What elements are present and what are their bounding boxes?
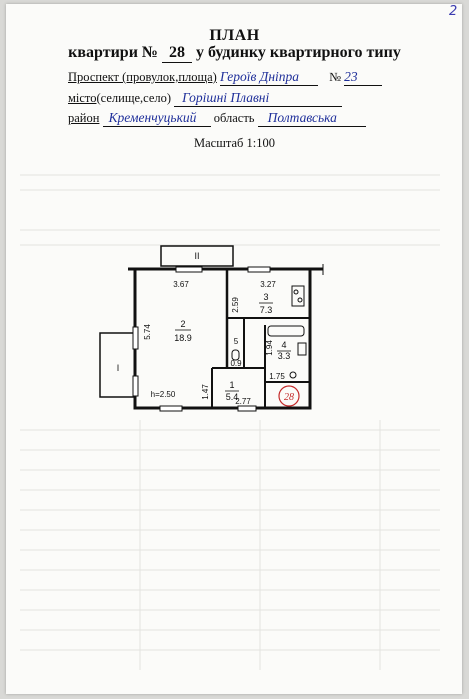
room-number: 1 <box>229 380 234 390</box>
region-label: область <box>213 111 255 125</box>
window-left-room2 <box>132 326 139 350</box>
room-area: 0.9 <box>230 359 242 368</box>
apartment-stamp-number: 28 <box>284 392 294 403</box>
balcony-ii-outline <box>160 245 234 267</box>
dimension-label: 1.47 <box>201 384 210 400</box>
window-bottom-room1 <box>237 405 257 412</box>
district-label: район <box>68 111 100 125</box>
bleed-through-grid <box>20 174 440 670</box>
house-no-value: 23 <box>344 69 358 84</box>
windows <box>132 266 271 412</box>
document-subtitle: квартири № 28 у будинку квартирного типу <box>0 44 469 63</box>
room-area: 7.3 <box>260 305 273 315</box>
apartment-stamp-circle <box>278 385 300 407</box>
toilet-icon <box>231 349 240 361</box>
subtitle-suffix: у будинку квартирного типу <box>196 44 401 61</box>
house-no-label: № <box>329 70 342 84</box>
room-area: 3.3 <box>278 351 291 361</box>
window-top-room2 <box>175 266 203 273</box>
plan-labels: II I 3.67 3.27 2.59 5.74 1.94 1.75 1.47 … <box>117 251 300 407</box>
window-bottom-room2 <box>159 405 183 412</box>
document-sheet <box>6 4 462 694</box>
room-number: 4 <box>281 340 286 350</box>
sink-icon <box>297 342 307 356</box>
room-number: 5 <box>234 337 239 346</box>
balcony-ii-label: II <box>194 251 199 261</box>
city-label-rest: (селище,село) <box>96 91 172 105</box>
district-line: Кременчуцький <box>102 110 211 127</box>
street-line: Героїв Дніпра <box>219 69 318 86</box>
scale-label: Масштаб 1:100 <box>194 136 275 150</box>
dimension-label: 2.59 <box>231 297 240 313</box>
street-label: Проспект (провулок,площа) <box>68 70 217 84</box>
subtitle-prefix: квартири № <box>68 44 158 61</box>
dimension-label: 1.94 <box>265 340 274 356</box>
dimension-label: 3.27 <box>260 280 276 289</box>
bathtub-icon <box>267 325 305 337</box>
walls <box>99 245 324 410</box>
ceiling-height-label: h=2.50 <box>151 390 176 399</box>
house-no-line: 23 <box>344 69 383 86</box>
loggia-i-outline <box>99 332 135 398</box>
region-value: Полтавська <box>267 110 337 125</box>
room-area: 18.9 <box>174 333 192 343</box>
city-value: Горішні Плавні <box>182 90 270 105</box>
city-line: Горішні Плавні <box>174 90 343 107</box>
room-area: 5.4 <box>226 392 239 402</box>
document-title: ПЛАН <box>209 27 260 44</box>
window-left-lower <box>132 375 139 397</box>
apartment-number: 28 <box>162 44 192 63</box>
district-row: район Кременчуцький область Полтавська <box>68 110 366 127</box>
room-number: 3 <box>263 292 268 302</box>
dimension-label: 5.74 <box>143 324 152 340</box>
stove-burner <box>297 297 303 303</box>
dimension-label: 2.77 <box>235 397 251 406</box>
washbasin-icon <box>289 371 297 379</box>
dimension-label: 3.67 <box>173 280 189 289</box>
district-value: Кременчуцький <box>108 110 197 125</box>
region-line: Полтавська <box>257 110 366 127</box>
room-number: 2 <box>180 319 185 329</box>
loggia-i-label: I <box>117 363 120 373</box>
fixtures <box>231 285 307 379</box>
dimension-label: 1.75 <box>269 372 285 381</box>
street-row: Проспект (провулок,площа) Героїв Дніпра … <box>68 69 383 86</box>
stove-burner <box>293 289 299 295</box>
city-row: місто(селище,село) Горішні Плавні <box>68 90 343 107</box>
city-label: місто <box>68 91 97 105</box>
street-value: Героїв Дніпра <box>219 69 300 84</box>
window-top-kitchen <box>247 266 271 273</box>
stove-icon <box>291 285 305 307</box>
page-number-mark: 2 <box>449 4 458 19</box>
